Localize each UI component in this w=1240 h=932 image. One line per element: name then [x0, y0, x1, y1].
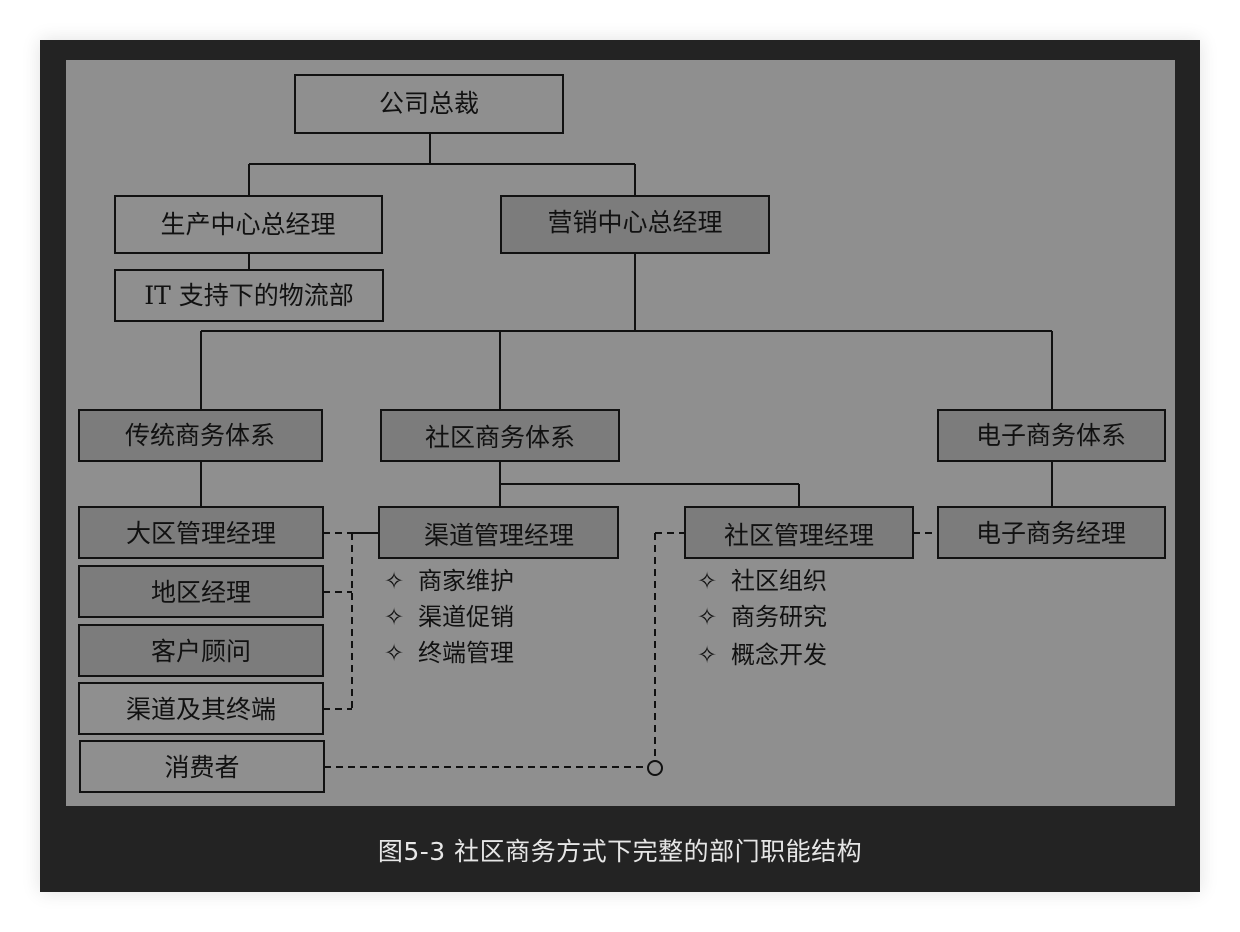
node-area-manager-label: 地区经理	[151, 578, 251, 607]
node-ceo-label: 公司总裁	[379, 89, 479, 118]
node-region-manager: 大区管理经理	[78, 506, 324, 559]
node-ceo: 公司总裁	[294, 74, 564, 134]
consumer-connector-circle	[647, 760, 663, 776]
node-area-manager: 地区经理	[78, 565, 324, 618]
channel-duty-symbol-1: ✧	[384, 567, 404, 595]
node-ecommerce-manager: 电子商务经理	[937, 506, 1166, 559]
community-duty-symbol-3: ✧	[697, 641, 717, 669]
org-chart-diagram: 公司总裁 生产中心总经理 IT 支持下的物流部 营销中心总经理 传统商务体系 社	[66, 60, 1175, 806]
node-channel-manager-label: 渠道管理经理	[424, 521, 574, 550]
node-production-gm-label: 生产中心总经理	[160, 210, 335, 239]
community-duty-2: 商务研究	[731, 603, 827, 631]
node-marketing-gm-label: 营销中心总经理	[547, 208, 722, 237]
community-duties-list: ✧ 社区组织 ✧ 商务研究 ✧ 概念开发	[697, 567, 827, 669]
community-duty-3: 概念开发	[731, 641, 827, 669]
community-duty-symbol-1: ✧	[697, 567, 717, 595]
node-it-logistics-label: IT 支持下的物流部	[144, 281, 354, 310]
node-channel-terminal: 渠道及其终端	[78, 682, 324, 735]
node-customer-consultant-label: 客户顾问	[151, 637, 251, 666]
node-channel-terminal-label: 渠道及其终端	[126, 695, 276, 724]
node-marketing-gm: 营销中心总经理	[500, 195, 770, 254]
node-production-gm: 生产中心总经理	[114, 195, 383, 254]
node-channel-manager: 渠道管理经理	[378, 506, 619, 559]
node-consumer-label: 消费者	[164, 753, 239, 782]
figure-frame: 公司总裁 生产中心总经理 IT 支持下的物流部 营销中心总经理 传统商务体系 社	[40, 40, 1200, 892]
figure-caption: 图5-3 社区商务方式下完整的部门职能结构	[377, 837, 863, 866]
channel-duties-list: ✧ 商家维护 ✧ 渠道促销 ✧ 终端管理	[384, 567, 514, 667]
channel-duty-1: 商家维护	[418, 567, 514, 595]
node-community: 社区商务体系	[380, 409, 620, 462]
solid-connectors	[200, 133, 1053, 534]
channel-duty-3: 终端管理	[418, 639, 514, 667]
node-ecommerce-label: 电子商务体系	[976, 421, 1126, 450]
community-duty-1: 社区组织	[731, 567, 827, 595]
node-traditional-label: 传统商务体系	[125, 421, 275, 450]
channel-duty-2: 渠道促销	[418, 603, 514, 631]
node-region-manager-label: 大区管理经理	[126, 519, 276, 548]
node-traditional: 传统商务体系	[78, 409, 323, 462]
node-consumer: 消费者	[79, 740, 325, 793]
node-community-manager: 社区管理经理	[684, 506, 914, 559]
org-chart-svg: 公司总裁 生产中心总经理 IT 支持下的物流部 营销中心总经理 传统商务体系 社	[78, 74, 1166, 793]
dashed-connectors	[323, 532, 938, 768]
node-it-logistics: IT 支持下的物流部	[114, 269, 384, 322]
node-ecommerce-manager-label: 电子商务经理	[976, 519, 1126, 548]
node-community-manager-label: 社区管理经理	[724, 521, 874, 550]
channel-duty-symbol-2: ✧	[384, 603, 404, 631]
node-customer-consultant: 客户顾问	[78, 624, 324, 677]
node-ecommerce: 电子商务体系	[937, 409, 1166, 462]
channel-duty-symbol-3: ✧	[384, 639, 404, 667]
node-community-label: 社区商务体系	[425, 423, 575, 452]
community-duty-symbol-2: ✧	[697, 603, 717, 631]
